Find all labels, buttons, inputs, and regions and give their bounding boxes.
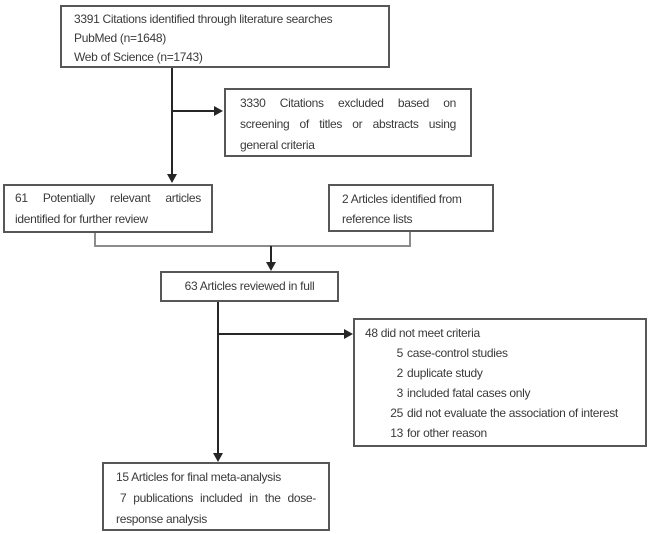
exclusion-item-count: 3: [396, 386, 404, 400]
reference-lists-line1: 2 Articles identified from: [342, 192, 462, 206]
box-reference-lists: 2 Articles identified from reference lis…: [328, 184, 494, 232]
exclusion-item-label: for other reason: [407, 426, 487, 440]
box-citations-identified: 3391 Citations identified through litera…: [60, 5, 390, 68]
connector-identified-to-relevant: [171, 68, 173, 175]
box-potentially-relevant: 61 Potentially relevant articles identif…: [3, 184, 213, 233]
full-review-text: 63 Articles reviewed in full: [184, 279, 315, 293]
arrowhead-down-icon: [213, 453, 223, 462]
exclusion-item-count: 5: [396, 346, 404, 360]
exclusion-item-label: case-control studies: [407, 346, 508, 360]
exclusion-item-label: included fatal cases only: [407, 386, 531, 400]
potentially-relevant-text: 61 Potentially relevant articles identif…: [15, 191, 201, 226]
box-citations-excluded: 3330 Citations excluded based on screeni…: [224, 88, 472, 157]
arrowhead-right-icon: [344, 329, 353, 339]
arrowhead-down-icon: [167, 174, 177, 183]
exclusion-item-label: duplicate study: [407, 366, 483, 380]
final-meta-analysis-line2: 7 publications included in the dose-resp…: [116, 491, 316, 526]
reference-lists-line2: reference lists: [342, 212, 413, 226]
pubmed-count-text: PubMed (n=1648): [74, 31, 166, 45]
connector-reference-drop: [409, 232, 411, 246]
connector-merge-line: [94, 245, 411, 247]
exclusion-item-label: did not evaluate the association of inte…: [407, 406, 618, 420]
exclusion-item-count: 25: [390, 406, 403, 420]
exclusions-title: 48 did not meet criteria: [365, 326, 480, 340]
arrowhead-right-icon: [214, 106, 223, 116]
citations-excluded-text: 3330 Citations excluded based on screeni…: [240, 96, 456, 152]
box-final-meta-analysis: 15 Articles for final meta-analysis 7 pu…: [102, 462, 330, 531]
connector-to-excluded: [172, 110, 214, 112]
final-meta-analysis-line1: 15 Articles for final meta-analysis: [116, 470, 281, 484]
exclusion-item: 25 did not evaluate the association of in…: [365, 403, 637, 423]
box-full-review: 63 Articles reviewed in full: [160, 271, 339, 302]
connector-to-exclusion-reasons: [218, 333, 344, 335]
exclusion-item-count: 2: [396, 366, 404, 380]
exclusion-item-count: 13: [390, 426, 403, 440]
web-of-science-count-text: Web of Science (n=1743): [74, 50, 203, 64]
citations-identified-text: 3391 Citations identified through litera…: [74, 12, 333, 26]
connector-merge-to-full-review: [270, 246, 272, 263]
connector-relevant-drop: [94, 233, 96, 246]
arrowhead-down-icon: [266, 262, 276, 271]
exclusion-item: 13 for other reason: [365, 423, 637, 443]
connector-full-review-to-final: [217, 302, 219, 454]
